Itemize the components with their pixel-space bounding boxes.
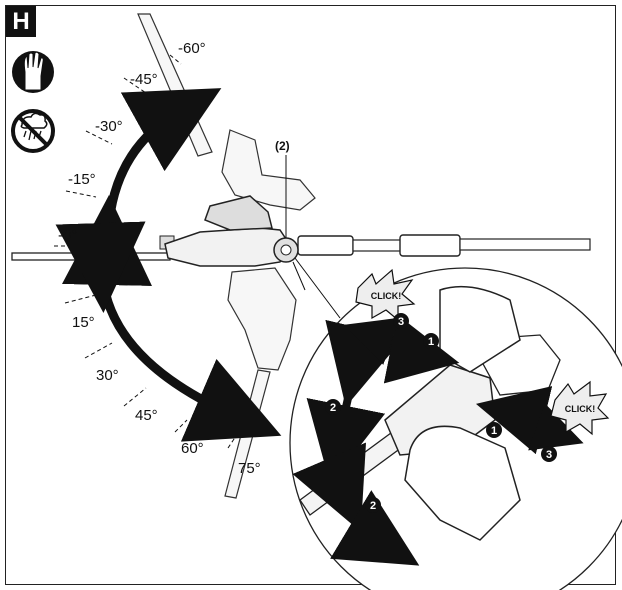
part-callout-2: (2) bbox=[275, 139, 290, 153]
angle-labels-below: 15° 30° 45° 60° 75° bbox=[72, 314, 261, 477]
step-2-marker-bottom: 2 bbox=[365, 497, 381, 513]
angle-label-minus-30: -30° bbox=[95, 118, 123, 135]
svg-text:CLICK!: CLICK! bbox=[371, 291, 402, 301]
no-rain-icon bbox=[11, 109, 55, 153]
step-markers: 3 1 2 1 3 2 bbox=[325, 313, 557, 513]
svg-text:CLICK!: CLICK! bbox=[565, 404, 596, 414]
angle-label-minus-60: -60° bbox=[178, 40, 206, 57]
angle-label-15: 15° bbox=[72, 314, 95, 331]
pivot-arrow-down bbox=[55, 221, 282, 442]
step-1-marker-right: 1 bbox=[486, 422, 502, 438]
click-burst-1: CLICK! bbox=[355, 268, 416, 322]
angle-label-45: 45° bbox=[135, 407, 158, 424]
angle-label-minus-45: -45° bbox=[130, 71, 158, 88]
ghost-upper-position bbox=[137, 13, 316, 211]
svg-text:2: 2 bbox=[330, 402, 336, 414]
figure-label: H bbox=[6, 6, 36, 37]
angle-label-30: 30° bbox=[96, 367, 119, 384]
angle-label-minus-15: -15° bbox=[68, 171, 96, 188]
svg-text:2: 2 bbox=[370, 500, 376, 512]
step-3-marker-top: 3 bbox=[393, 313, 409, 329]
click-burst-2: CLICK! bbox=[550, 380, 610, 436]
svg-text:1: 1 bbox=[428, 336, 434, 348]
angle-label-75: 75° bbox=[238, 460, 261, 477]
svg-text:3: 3 bbox=[546, 449, 552, 461]
pivot-arrow-up bbox=[61, 88, 222, 287]
step-3-marker-right: 3 bbox=[541, 446, 557, 462]
figure-frame bbox=[5, 5, 616, 585]
zoom-connector bbox=[292, 257, 341, 319]
angle-label-60: 60° bbox=[181, 440, 204, 457]
svg-text:3: 3 bbox=[398, 316, 404, 328]
angle-label-minus-0: -0° bbox=[58, 227, 77, 244]
svg-text:1: 1 bbox=[491, 425, 497, 437]
angle-labels-above: -60° -45° -30° -15° -0° bbox=[58, 40, 206, 244]
step-1-marker-top: 1 bbox=[423, 333, 439, 349]
step-2-marker-left: 2 bbox=[325, 399, 341, 415]
gloves-icon bbox=[12, 51, 54, 93]
